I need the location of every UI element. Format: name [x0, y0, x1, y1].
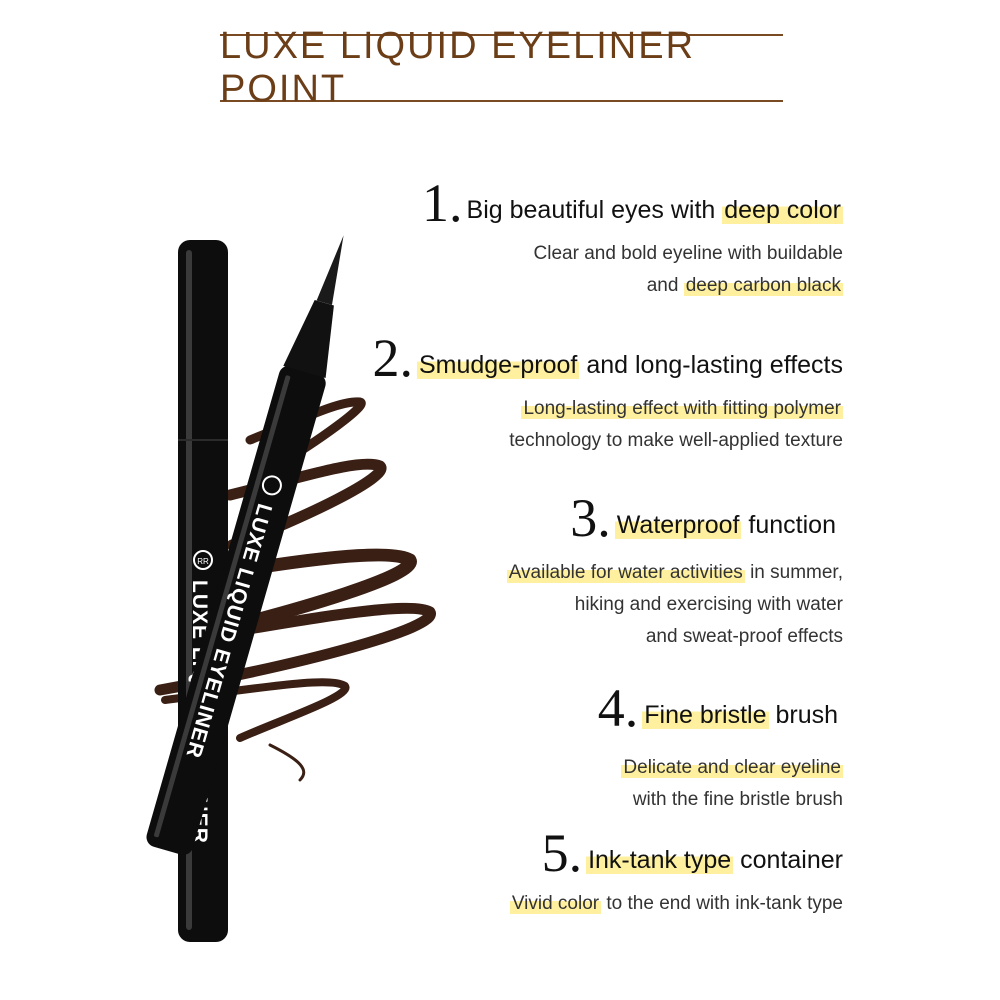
brand-logo-text: RR [197, 557, 209, 566]
feature-4-description: Delicate and clear eyeline with the fine… [621, 752, 843, 816]
feature-1: 1. Big beautiful eyes with deep color Cl… [422, 173, 843, 302]
feature-number: 1. [422, 173, 463, 233]
swatch-stroke [189, 548, 417, 642]
description-line: Clear and bold eyeline with buildable [533, 243, 843, 264]
page-title: LUXE LIQUID EYELINER POINT [220, 25, 696, 110]
brush-tip [316, 235, 344, 305]
description-line: and sweat-proof effects [645, 626, 843, 647]
feature-title: Ink-tank type container [586, 846, 843, 874]
feature-4: 4. Fine bristle brush [597, 678, 838, 738]
feature-heading: 4. Fine bristle brush [597, 678, 838, 738]
highlight: Smudge-proof [416, 351, 580, 379]
feature-5: 5. Ink-tank type container Vivid color t… [509, 823, 843, 920]
feature-2: 2. Smudge-proof and long-lasting effects… [372, 328, 843, 457]
feature-number: 4. [597, 678, 639, 738]
feature-description: Long-lasting effect with fitting polymer… [372, 393, 843, 457]
description-line: Long-lasting effect with fitting polymer [521, 398, 843, 419]
description-line: Vivid color to the end with ink-tank typ… [509, 893, 843, 914]
feature-description: Vivid color to the end with ink-tank typ… [509, 888, 843, 920]
feature-number: 2. [372, 328, 413, 388]
description-line: Delicate and clear eyeline [621, 757, 843, 778]
feature-heading: 2. Smudge-proof and long-lasting effects [372, 328, 843, 388]
feature-title: Big beautiful eyes with deep color [466, 196, 843, 224]
feature-heading: 5. Ink-tank type container [510, 823, 843, 883]
feature-heading: 1. Big beautiful eyes with deep color [422, 173, 843, 233]
description-line: and deep carbon black [646, 275, 843, 296]
highlight: Fine bristle [642, 701, 769, 729]
feature-title: Fine bristle brush [642, 701, 838, 729]
pen-tip-cone [283, 299, 334, 378]
description-line: technology to make well-applied texture [509, 430, 843, 451]
feature-title: Waterproof function [614, 511, 836, 539]
highlight: deep color [722, 196, 843, 224]
feature-number: 5. [541, 823, 583, 883]
description-line: Available for water activities in summer… [506, 562, 843, 583]
feature-description: Available for water activities in summer… [506, 557, 843, 653]
uncapped-eyeliner-pen: LUXE LIQUID EYELINER [146, 235, 344, 855]
feature-description: Delicate and clear eyeline with the fine… [621, 752, 843, 816]
swatch-stroke [268, 743, 306, 782]
swatch-stroke [161, 678, 350, 742]
brand-logo-icon [261, 475, 282, 496]
feature-title: Smudge-proof and long-lasting effects [416, 351, 843, 379]
feature-description: Clear and bold eyeline with buildable an… [422, 238, 843, 302]
description-line: with the fine bristle brush [632, 789, 843, 810]
pen-highlight [154, 375, 291, 838]
feature-number: 3. [570, 488, 611, 548]
highlight: Ink-tank type [586, 846, 734, 874]
feature-heading: 3. Waterproof function [570, 488, 836, 548]
description-line: hiking and exercising with water [574, 594, 843, 615]
feature-3: 3. Waterproof function [570, 488, 836, 548]
title-banner: LUXE LIQUID EYELINER POINT [220, 25, 783, 110]
highlight: Waterproof [614, 511, 742, 539]
feature-3-description: Available for water activities in summer… [506, 557, 843, 653]
brand-logo-icon [193, 550, 213, 570]
swatch-stroke [154, 602, 436, 696]
